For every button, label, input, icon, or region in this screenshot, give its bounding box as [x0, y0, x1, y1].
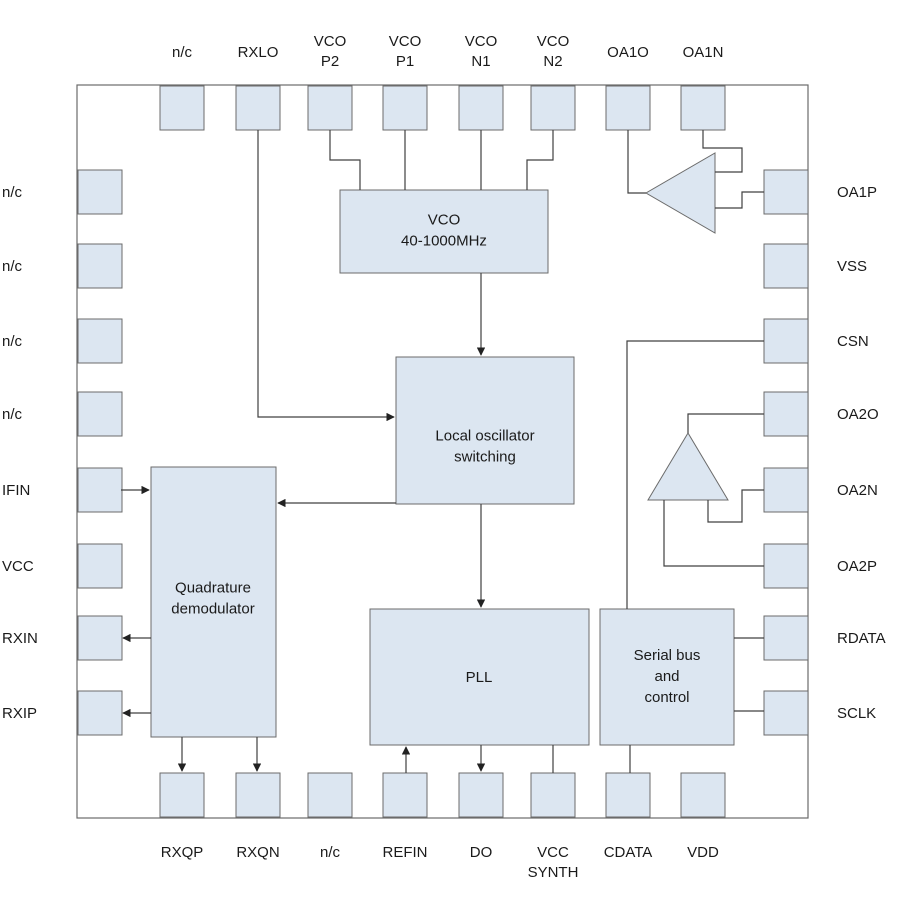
wire-oa1p	[715, 191, 764, 209]
pin-right-oa2o	[763, 391, 809, 437]
opamp-2-triangle	[647, 432, 729, 501]
wire-oa2p	[663, 500, 764, 567]
pin-left-ifin-5	[77, 467, 123, 513]
pin-label-left-n-c-3: n/c	[2, 333, 23, 350]
pin-label-right-oa1p: OA1P	[837, 184, 877, 201]
pin-right-vss	[763, 243, 809, 289]
pin-right-oa2p	[763, 543, 809, 589]
pin-label-bottom-refin: REFIN	[383, 844, 428, 861]
pin-label-left-n-c-1: n/c	[2, 184, 23, 201]
pin-label-bottom-cdata: CDATA	[604, 844, 653, 861]
wire-vco-n2	[526, 130, 554, 190]
pin-label-bottom-do: DO	[470, 844, 493, 861]
wire-oa1n	[702, 130, 743, 173]
wire-serial-to-csn	[626, 340, 764, 609]
vco-block	[339, 189, 549, 274]
pin-label-right-rdata: RDATA	[837, 630, 886, 647]
pin-right-csn	[763, 318, 809, 364]
pin-top-oa1n	[680, 85, 726, 131]
pin-label-right-csn: CSN	[837, 333, 869, 350]
pin-label-left-vcc-6: VCC	[2, 558, 34, 575]
pin-left-n-c-4	[77, 391, 123, 437]
wire-rxlo-to-lo	[257, 130, 395, 422]
pin-label-top-n-c: n/c	[172, 44, 193, 61]
wire-oa2n	[707, 489, 764, 523]
pin-bottom-vcc-synth	[530, 772, 576, 818]
pin-label-left-rxip-8: RXIP	[2, 705, 37, 722]
pin-label-left-n-c-2: n/c	[2, 258, 23, 275]
pll-label: PLL	[466, 669, 493, 686]
serial-bus-block	[599, 608, 735, 746]
pin-top-rxlo	[235, 85, 281, 131]
pin-bottom-rxqn	[235, 772, 281, 818]
pin-label-top-oa1o: OA1O	[607, 44, 649, 61]
pin-label-top-oa1n: OA1N	[683, 44, 724, 61]
pin-label-right-oa2p: OA2P	[837, 558, 877, 575]
wire-vco-p2	[329, 130, 361, 190]
pin-label-left-n-c-4: n/c	[2, 406, 23, 423]
wire-oa2o	[687, 413, 764, 433]
pin-right-rdata	[763, 615, 809, 661]
pin-top-n-c	[159, 85, 205, 131]
pin-label-right-sclk: SCLK	[837, 705, 876, 722]
pin-label-left-rxin-7: RXIN	[2, 630, 38, 647]
pll-block	[369, 608, 590, 746]
pin-bottom-cdata	[605, 772, 651, 818]
pin-right-sclk	[763, 690, 809, 736]
pin-bottom-rxqp	[159, 772, 205, 818]
pin-label-right-vss: VSS	[837, 258, 867, 275]
pin-bottom-refin	[382, 772, 428, 818]
pin-top-vco-n1	[458, 85, 504, 131]
pin-label-bottom-n-c: n/c	[320, 844, 341, 861]
pin-bottom-do	[458, 772, 504, 818]
pin-left-vcc-6	[77, 543, 123, 589]
pin-left-n-c-1	[77, 169, 123, 215]
pin-top-vco-n2	[530, 85, 576, 131]
pin-label-top-rxlo: RXLO	[238, 44, 279, 61]
pin-top-oa1o	[605, 85, 651, 131]
wire-oa1o	[627, 130, 646, 194]
pin-label-right-oa2o: OA2O	[837, 406, 879, 423]
pin-label-left-ifin-5: IFIN	[2, 482, 30, 499]
pin-left-n-c-2	[77, 243, 123, 289]
pin-top-vco-p2	[307, 85, 353, 131]
pin-left-n-c-3	[77, 318, 123, 364]
pin-label-bottom-rxqn: RXQN	[236, 844, 279, 861]
pin-right-oa1p	[763, 169, 809, 215]
right-pins: OA1P VSS CSN OA2O OA2N OA2P RDATA SCLK	[763, 169, 886, 736]
pin-label-bottom-vdd: VDD	[687, 844, 719, 861]
pin-left-rxin-7	[77, 615, 123, 661]
pin-label-bottom-rxqp: RXQP	[161, 844, 204, 861]
pin-bottom-vdd	[680, 772, 726, 818]
pin-top-vco-p1	[382, 85, 428, 131]
pin-left-rxip-8	[77, 690, 123, 736]
quadrature-demodulator-block	[150, 466, 277, 738]
pin-right-oa2n	[763, 467, 809, 513]
lo-switching-block	[395, 356, 575, 505]
pin-label-right-oa2n: OA2N	[837, 482, 878, 499]
pin-bottom-n-c	[307, 772, 353, 818]
opamp-1-triangle	[645, 152, 716, 234]
